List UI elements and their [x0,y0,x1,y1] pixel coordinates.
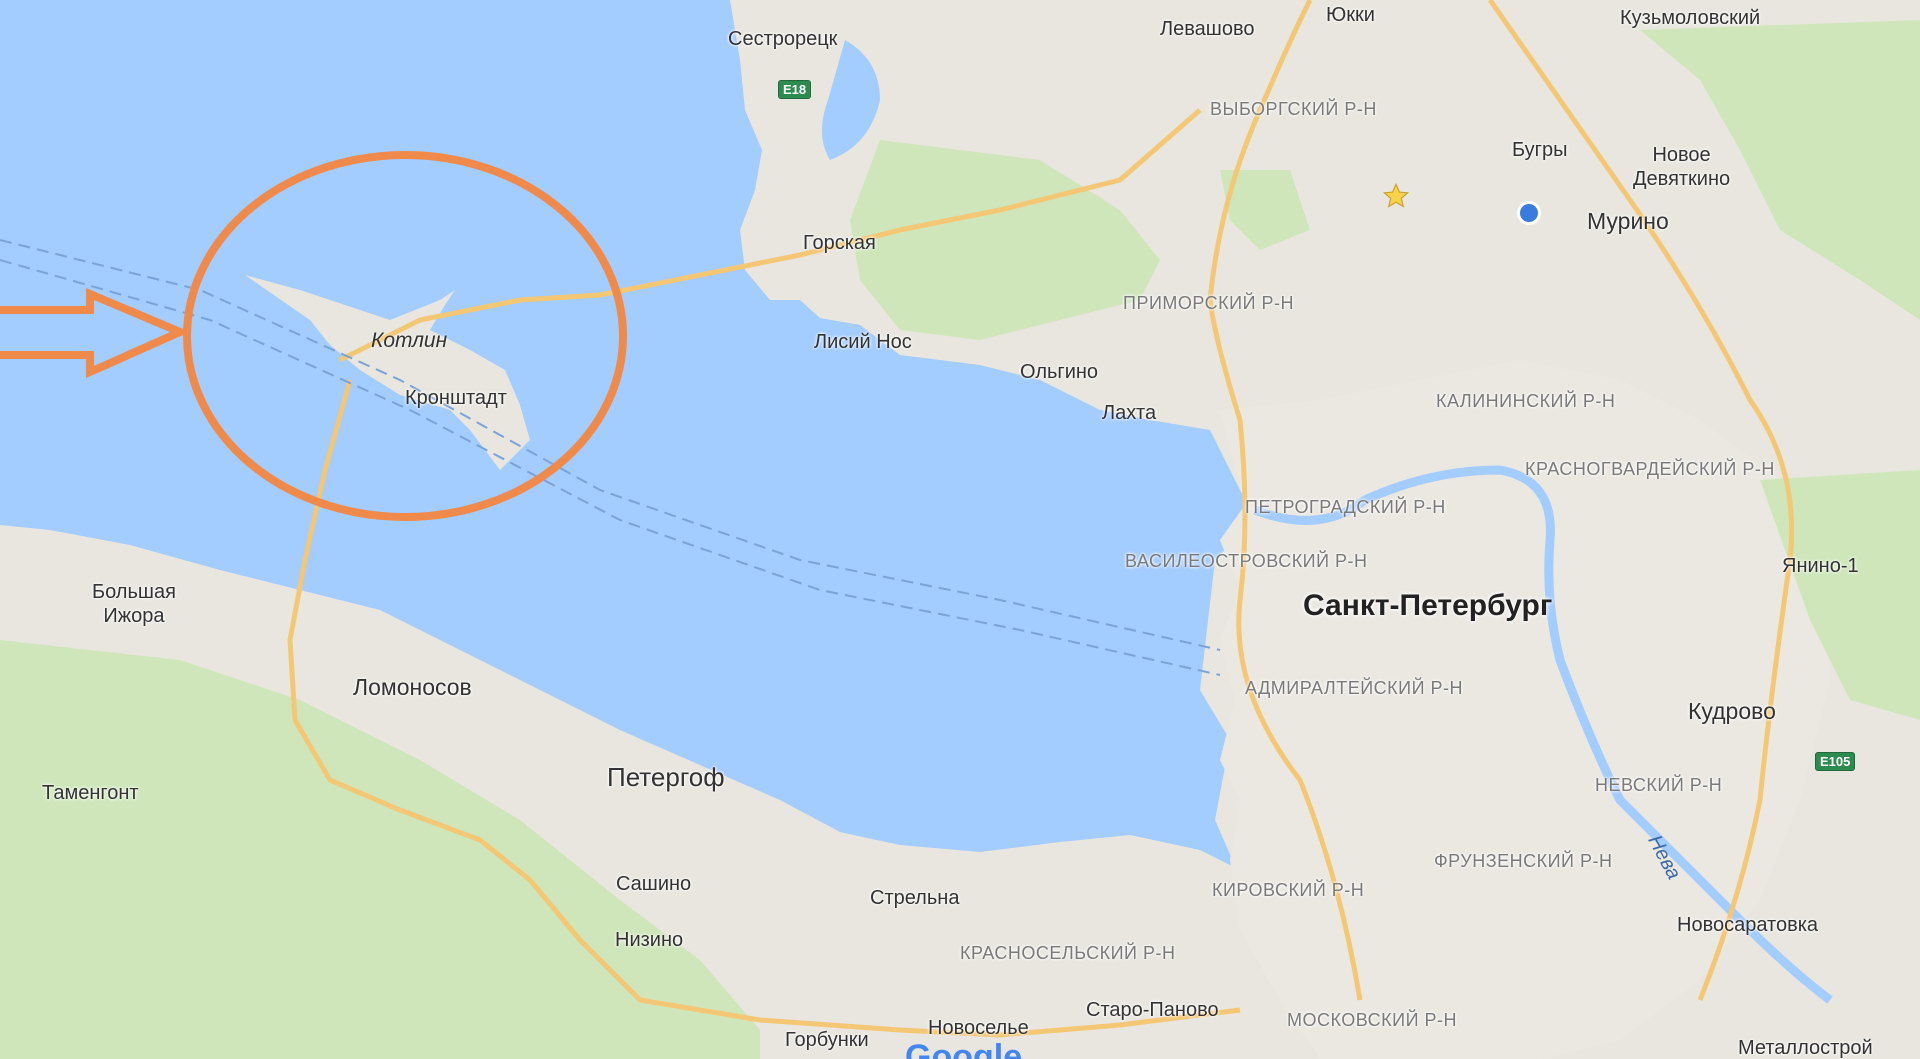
label-bolshaya-izhora: Большая Ижора [92,581,176,627]
label-kalininsky: КАЛИНИНСКИЙ Р-Н [1436,391,1616,411]
label-staro-panovo: Старо-Паново [1086,999,1219,1021]
label-vyborgsky: ВЫБОРГСКИЙ Р-Н [1210,99,1377,119]
label-gorskaya: Горская [803,232,876,254]
label-levashovo: Левашово [1160,18,1255,40]
forest-southwest [0,640,760,1059]
annotation-arrow [0,287,191,379]
label-yanino: Янино-1 [1782,555,1859,577]
label-frunzensky: ФРУНЗЕНСКИЙ Р-Н [1434,851,1613,871]
label-yukki: Юкки [1326,4,1375,26]
label-saint-petersburg: Санкт-Петербург [1303,589,1553,622]
label-primorsky: ПРИМОРСКИЙ Р-Н [1123,293,1295,313]
label-olgino: Ольгино [1020,361,1099,383]
label-nizino: Низино [615,929,684,951]
highlight-circle [183,151,627,521]
label-lomonosov: Ломоносов [353,674,472,700]
label-novoe-devyatkino: Новое Девяткино [1633,144,1731,190]
label-nevsky: НЕВСКИЙ Р-Н [1595,775,1723,795]
star-icon[interactable] [1382,182,1410,210]
forest-east [1640,20,1920,320]
label-novoselye: Новоселье [928,1017,1029,1039]
label-moskovsky: МОСКОВСКИЙ Р-Н [1287,1010,1458,1030]
forest-northcenter [1220,170,1310,250]
label-petergof: Петергоф [607,762,725,792]
label-kronshtadt: Кронштадт [405,387,507,409]
label-petrogradsky: ПЕТРОГРАДСКИЙ Р-Н [1245,497,1446,517]
city-land [1220,360,1830,1059]
shipping-channel-2 [0,259,1221,676]
label-tamengont: Таменгонт [42,782,139,804]
road-shield-e18: E18 [778,80,812,99]
label-krasnogvardeysky: КРАСНОГВАРДЕЙСКИЙ Р-Н [1525,459,1775,479]
label-admiralteysky: АДМИРАЛТЕЙСКИЙ Р-Н [1245,678,1464,698]
label-bugry: Бугры [1512,139,1568,161]
label-krasnoselsky: КРАСНОСЕЛЬСКИЙ Р-Н [960,943,1176,963]
sestroretsk-lake [821,40,880,160]
road-shield-e105: E105 [1815,752,1856,771]
label-strelna: Стрельна [870,887,960,909]
kotlin-island [245,275,530,470]
label-gorbunki: Горбунки [785,1029,869,1051]
dam-road [338,108,1202,363]
label-kotlin: Котлин [371,329,448,352]
dam-south-road [287,379,1241,1038]
label-lakhta: Лахта [1102,402,1157,424]
label-lisiy-nos: Лисий Нос [814,331,912,353]
location-dot-icon[interactable] [1514,198,1544,228]
label-murino: Мурино [1587,208,1669,234]
google-logo: Google [905,1038,1023,1059]
shipping-channel [0,239,1221,651]
kad-ring-road [1207,0,1795,1001]
label-kudrovo: Кудрово [1688,698,1776,724]
forest-southeast [1760,470,1920,720]
neva-river [1253,465,1833,1004]
label-kirovsky: КИРОВСКИЙ Р-Н [1212,880,1365,900]
label-vasileostrovsky: ВАСИЛЕОСТРОВСКИЙ Р-Н [1125,551,1368,571]
label-sashino: Сашино [616,873,692,895]
label-novosaratovka: Новосаратовка [1677,914,1819,936]
label-sestroretsk: Сестрорецк [728,28,838,50]
label-kuzmolovsky: Кузьмоловский [1620,7,1761,29]
label-metallostroy: Металлострой [1738,1037,1873,1059]
